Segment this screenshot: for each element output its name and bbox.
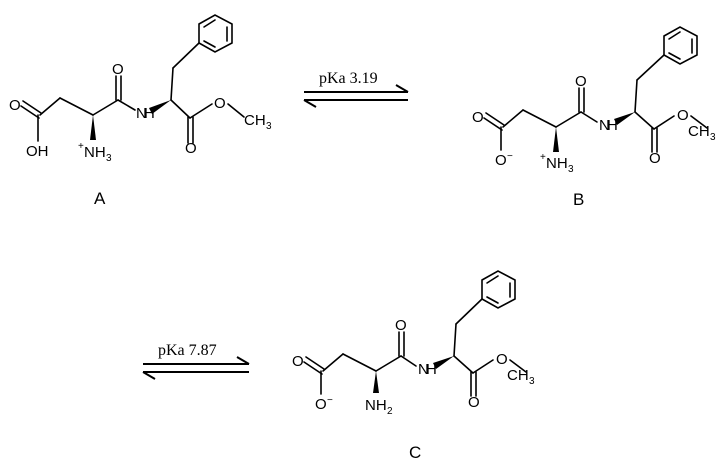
b-ketone-oxygen: O bbox=[575, 73, 587, 90]
a-amide-hydrogen: H bbox=[144, 105, 155, 122]
equilibrium-arrow-1: pKa 3.19 bbox=[303, 70, 409, 108]
b-amide-nitrogen: N bbox=[599, 117, 610, 134]
c-methyl: CH bbox=[507, 367, 529, 384]
phenyl-ring bbox=[663, 26, 698, 65]
c-carboxylate-oxygen: O bbox=[292, 353, 304, 370]
c-negative-charge: − bbox=[327, 395, 333, 406]
a-hydroxyl: OH bbox=[26, 143, 49, 160]
c-amine: NH bbox=[365, 397, 387, 414]
molecule-a: O N H O O CH 3 + NH 3 O OH bbox=[9, 14, 272, 164]
pka-label-1: pKa 3.19 bbox=[319, 70, 378, 87]
a-ammonium-subscript: 3 bbox=[106, 153, 112, 164]
c-amide-nitrogen: N bbox=[418, 361, 429, 378]
compound-label-b: B bbox=[573, 190, 584, 209]
b-methyl-subscript: 3 bbox=[710, 132, 716, 143]
compound-label-c: C bbox=[409, 443, 421, 462]
a-acid-carbonyl-oxygen: O bbox=[9, 97, 21, 114]
b-ammonium-charge: + bbox=[540, 152, 546, 163]
molecule-b: O N H O O CH 3 + NH 3 O O − bbox=[472, 26, 716, 175]
molecule-c: O N H O O CH 3 NH 2 O O − bbox=[292, 270, 535, 417]
c-amine-subscript: 2 bbox=[387, 406, 393, 417]
equilibrium-arrow-2: pKa 7.87 bbox=[142, 342, 250, 380]
b-ester-oxygen: O bbox=[677, 107, 689, 124]
a-amide-nitrogen: N bbox=[136, 105, 147, 122]
pka-label-2: pKa 7.87 bbox=[158, 342, 217, 359]
a-ketone-oxygen: O bbox=[112, 61, 124, 78]
c-amide-hydrogen: H bbox=[426, 361, 437, 378]
c-ester-oxygen: O bbox=[496, 351, 508, 368]
b-amide-hydrogen: H bbox=[607, 117, 618, 134]
a-methyl-subscript: 3 bbox=[266, 121, 272, 132]
c-methyl-subscript: 3 bbox=[529, 376, 535, 387]
b-ammonium-subscript: 3 bbox=[568, 164, 574, 175]
phenyl-ring bbox=[198, 14, 233, 53]
b-ammonium: NH bbox=[546, 155, 568, 172]
c-ketone-oxygen: O bbox=[395, 317, 407, 334]
a-ester-carbonyl-oxygen: O bbox=[185, 140, 197, 157]
b-ester-carbonyl-oxygen: O bbox=[649, 150, 661, 167]
b-carboxylate-anion-oxygen: O bbox=[495, 152, 507, 169]
b-methyl: CH bbox=[688, 123, 710, 140]
c-carboxylate-anion-oxygen: O bbox=[315, 396, 327, 413]
c-ester-carbonyl-oxygen: O bbox=[468, 394, 480, 411]
compound-label-a: A bbox=[94, 189, 106, 208]
a-ammonium-charge: + bbox=[78, 141, 84, 152]
a-ammonium: NH bbox=[84, 144, 106, 161]
b-negative-charge: − bbox=[507, 151, 513, 162]
a-ester-oxygen: O bbox=[214, 95, 226, 112]
phenyl-ring bbox=[481, 270, 516, 309]
a-methyl: CH bbox=[244, 112, 266, 129]
b-carboxylate-oxygen: O bbox=[472, 109, 484, 126]
